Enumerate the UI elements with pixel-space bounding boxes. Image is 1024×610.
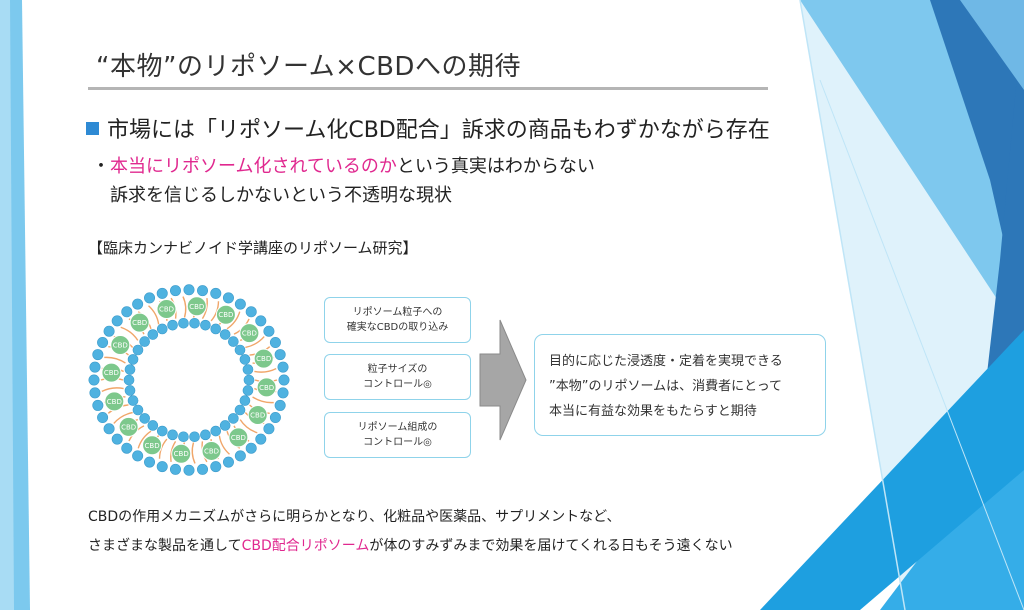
feature-box-capture: リポソーム粒子への 確実なCBDの取り込み (324, 297, 471, 343)
feature-box-capture-line1: リポソーム粒子への (352, 307, 443, 318)
sub-bullet-rest: という真実はわからない (396, 156, 595, 177)
section-label: 【臨床カンナビノイド学講座のリポソーム研究】 (88, 239, 418, 257)
result-line-3: 本当に有益な効果をもたらすと期待 (549, 404, 757, 419)
svg-text:CBD: CBD (242, 330, 257, 338)
sub-bullet-line-1: ・本当にリポソーム化されているのかという真実はわからない (92, 152, 595, 178)
bullet-square-icon (86, 122, 99, 135)
svg-text:CBD: CBD (256, 355, 271, 363)
svg-text:CBD: CBD (189, 303, 204, 311)
svg-text:CBD: CBD (174, 450, 189, 458)
svg-text:CBD: CBD (107, 398, 122, 406)
feature-box-size-line1: 粒子サイズの (367, 364, 428, 375)
svg-text:CBD: CBD (159, 306, 174, 314)
svg-text:CBD: CBD (204, 447, 219, 455)
result-box: 目的に応じた浸透度・定着を実現できる ”本物”のリポソームは、消費者にとって 本… (534, 334, 826, 436)
sub-bullet-marker: ・ (92, 156, 110, 177)
svg-text:CBD: CBD (250, 412, 265, 420)
sub-bullet-line-2: 訴求を信じるしかないという不透明な現状 (110, 185, 452, 206)
bottom-text-prefix: さまざまな製品を通して (88, 538, 242, 554)
bottom-text-line-1: CBDの作用メカニズムがさらに明らかとなり、化粧品や医薬品、サプリメントなど、 (88, 509, 621, 525)
result-line-1: 目的に応じた浸透度・定着を実現できる (549, 354, 783, 369)
svg-text:CBD: CBD (231, 434, 246, 442)
svg-text:CBD: CBD (259, 384, 274, 392)
right-arrow-icon (479, 319, 527, 441)
bottom-text-highlight: CBD配合リポソーム (241, 538, 370, 554)
feature-box-composition-line1: リポソーム組成の (357, 422, 438, 433)
svg-text:CBD: CBD (132, 319, 147, 327)
result-line-2: ”本物”のリポソームは、消費者にとって (549, 379, 783, 394)
svg-text:CBD: CBD (145, 442, 160, 450)
svg-text:CBD: CBD (218, 311, 233, 319)
feature-box-size-line2: コントロール◎ (363, 379, 432, 390)
slide-title: “本物”のリポソーム×CBDへの期待 (96, 52, 521, 82)
main-bullet: 市場には「リポソーム化CBD配合」訴求の商品もわずかながら存在 (86, 112, 770, 144)
svg-text:CBD: CBD (121, 423, 136, 431)
svg-text:CBD: CBD (113, 341, 128, 349)
feature-box-composition: リポソーム組成の コントロール◎ (324, 412, 471, 458)
main-bullet-text: 市場には「リポソーム化CBD配合」訴求の商品もわずかながら存在 (107, 118, 770, 143)
liposome-diagram: CBD CBD CBD CBD CBD CBD CBD CBD CBD CBD CBD CBD CBD C… (88, 284, 290, 476)
feature-box-composition-line2: コントロール◎ (363, 437, 432, 448)
bottom-text-line-2: さまざまな製品を通してCBD配合リポソームが体のすみずみまで効果を届けてくれる日… (88, 535, 733, 555)
sub-bullet-highlight: 本当にリポソーム化されているのか (110, 156, 397, 177)
feature-box-size: 粒子サイズの コントロール◎ (324, 354, 471, 400)
svg-text:CBD: CBD (104, 369, 119, 377)
feature-box-capture-line2: 確実なCBDの取り込み (346, 322, 449, 333)
bottom-text-rest: が体のすみずみまで効果を届けてくれる日もそう遠くない (369, 538, 733, 554)
title-divider (88, 87, 768, 90)
